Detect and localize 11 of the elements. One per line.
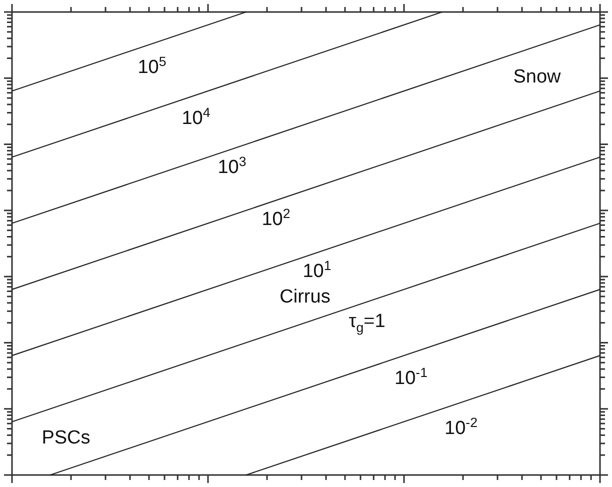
contour-label: 10$^{5}$: [138, 54, 166, 78]
contour-label: 10$^{2}$: [262, 206, 290, 230]
contour-label: 10$^{4}$: [182, 106, 210, 128]
region-label: Cirrus: [280, 288, 330, 306]
contour-label: 10$^{1}$: [302, 258, 332, 282]
region-label: Snow: [513, 68, 561, 86]
contour-label: τ$_{g}$=1: [348, 312, 386, 334]
contour-label: 10$^{-2}$: [444, 416, 478, 438]
contour-label: 10$^{-1}$: [394, 366, 428, 388]
region-label: PSCs: [42, 428, 90, 448]
contour-label: 10$^{3}$: [218, 154, 246, 178]
